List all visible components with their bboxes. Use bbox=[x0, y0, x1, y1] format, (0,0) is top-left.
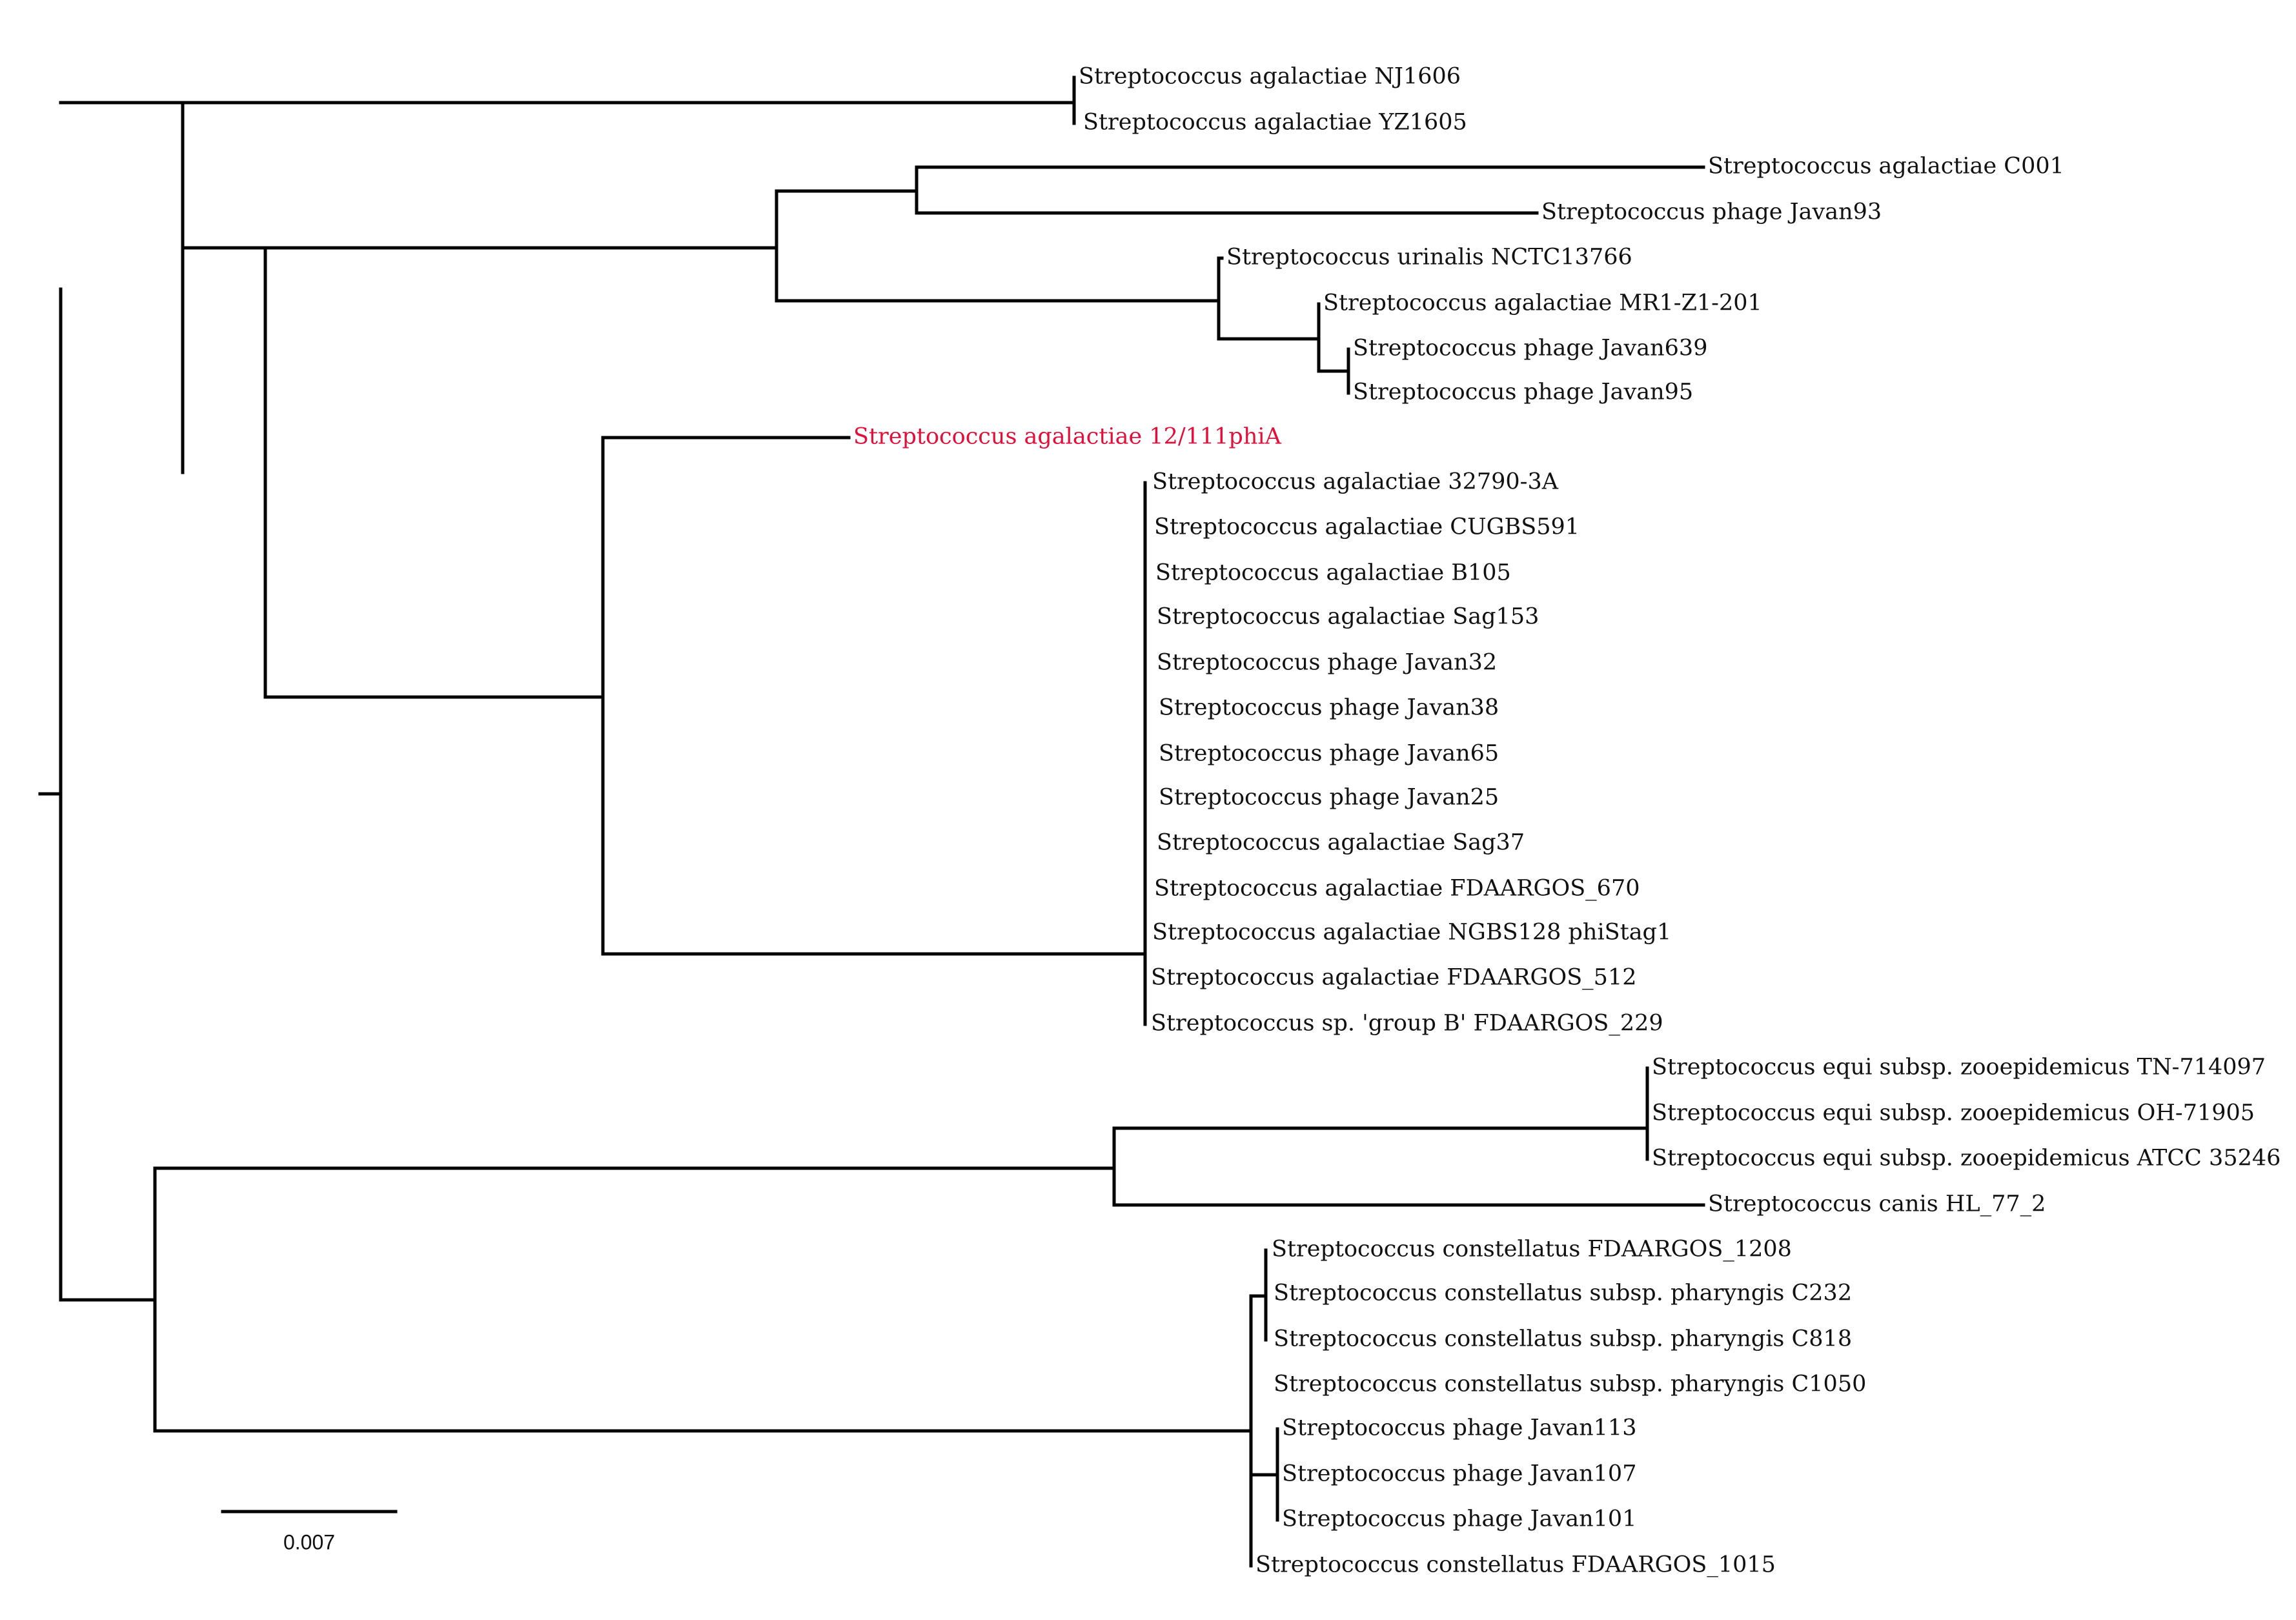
taxon-label: Streptococcus constellatus subsp. pharyn… bbox=[1274, 1326, 1852, 1352]
taxon-label: Streptococcus agalactiae YZ1605 bbox=[1083, 110, 1467, 136]
taxon-label: Streptococcus constellatus FDAARGOS_1208 bbox=[1272, 1237, 1792, 1262]
taxon-label: Streptococcus equi subsp. zooepidemicus … bbox=[1652, 1055, 2266, 1080]
taxon-label: Streptococcus phage Javan639 bbox=[1353, 336, 1707, 361]
taxon-label: Streptococcus phage Javan107 bbox=[1282, 1461, 1636, 1487]
taxon-label: Streptococcus phage Javan32 bbox=[1157, 650, 1497, 676]
taxon-label: Streptococcus agalactiae CUGBS591 bbox=[1154, 514, 1580, 540]
taxon-label: Streptococcus urinalis NCTC13766 bbox=[1226, 245, 1632, 270]
taxon-label: Streptococcus agalactiae FDAARGOS_512 bbox=[1151, 965, 1636, 991]
taxon-label: Streptococcus canis HL_77_2 bbox=[1708, 1191, 2046, 1217]
scale-bar: 0.007 bbox=[221, 1510, 398, 1554]
taxon-label: Streptococcus agalactiae C001 bbox=[1708, 154, 2064, 179]
tree-branches bbox=[38, 76, 1705, 1568]
taxon-label: Streptococcus phage Javan101 bbox=[1282, 1506, 1636, 1532]
taxon-label: Streptococcus phage Javan95 bbox=[1353, 380, 1693, 405]
taxon-label: Streptococcus phage Javan25 bbox=[1159, 785, 1499, 811]
scale-bar-label: 0.007 bbox=[283, 1530, 335, 1554]
taxon-label: Streptococcus agalactiae NGBS128 phiStag… bbox=[1152, 920, 1671, 946]
taxon-label: Streptococcus agalactiae Sag37 bbox=[1157, 830, 1525, 856]
taxon-labels: Streptococcus agalactiae NJ1606Streptoco… bbox=[853, 64, 2281, 1578]
taxon-label: Streptococcus agalactiae 12/111phiA bbox=[853, 424, 1282, 450]
taxon-label: Streptococcus agalactiae FDAARGOS_670 bbox=[1154, 876, 1640, 902]
taxon-label: Streptococcus agalactiae NJ1606 bbox=[1079, 64, 1461, 90]
taxon-label: Streptococcus equi subsp. zooepidemicus … bbox=[1652, 1146, 2281, 1171]
taxon-label: Streptococcus constellatus subsp. pharyn… bbox=[1274, 1281, 1852, 1306]
taxon-label: Streptococcus phage Javan113 bbox=[1282, 1415, 1636, 1441]
taxon-label: Streptococcus equi subsp. zooepidemicus … bbox=[1652, 1100, 2255, 1126]
taxon-label: Streptococcus constellatus subsp. pharyn… bbox=[1274, 1372, 1866, 1397]
taxon-label: Streptococcus constellatus FDAARGOS_1015 bbox=[1255, 1552, 1776, 1578]
taxon-label: Streptococcus phage Javan93 bbox=[1541, 199, 1882, 225]
taxon-label: Streptococcus sp. 'group B' FDAARGOS_229 bbox=[1151, 1011, 1663, 1037]
taxon-label: Streptococcus agalactiae MR1-Z1-201 bbox=[1323, 290, 1762, 316]
taxon-label: Streptococcus phage Javan38 bbox=[1159, 695, 1499, 721]
taxon-label: Streptococcus agalactiae B105 bbox=[1155, 560, 1511, 586]
taxon-label: Streptococcus agalactiae 32790-3A bbox=[1152, 469, 1559, 495]
taxon-label: Streptococcus phage Javan65 bbox=[1159, 741, 1499, 767]
taxon-label: Streptococcus agalactiae Sag153 bbox=[1157, 604, 1539, 630]
